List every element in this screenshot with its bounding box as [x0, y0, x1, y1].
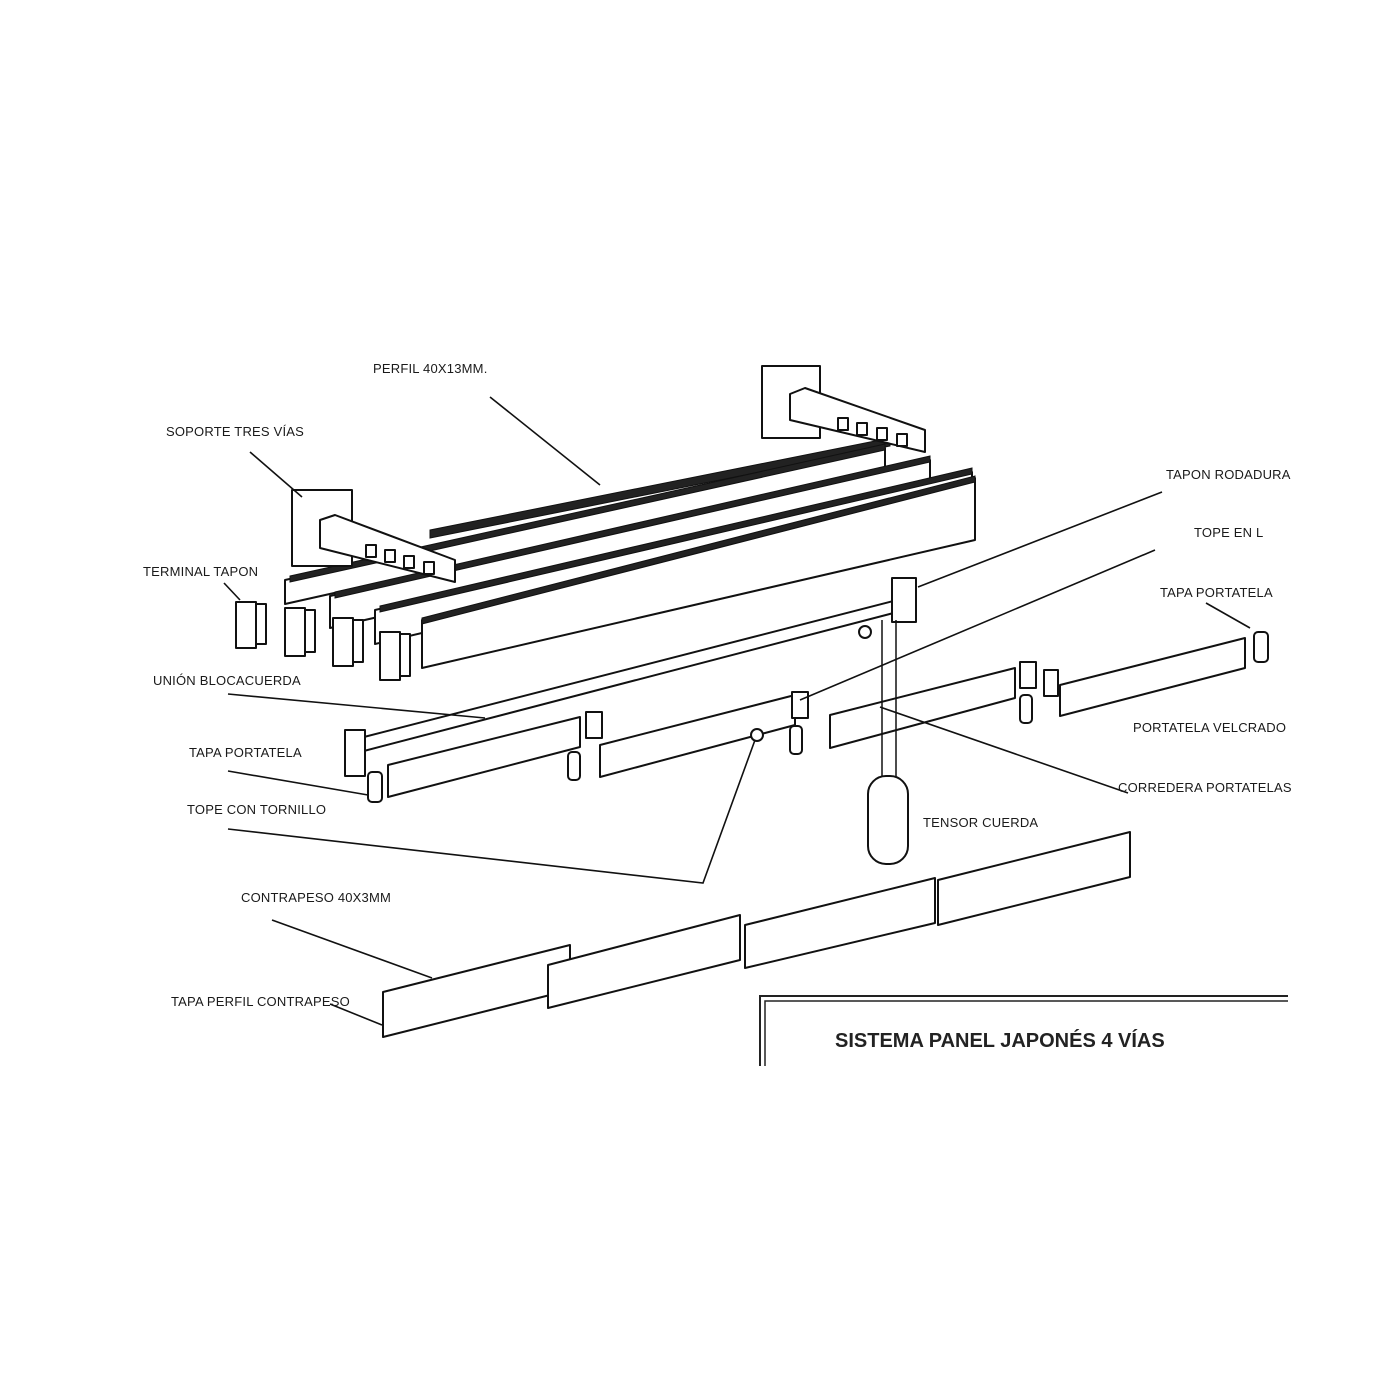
label-portatela-velcrado: PORTATELA VELCRADO: [1133, 720, 1286, 735]
label-contrapeso: CONTRAPESO 40X3MM: [241, 890, 391, 905]
carrier-3: [829, 667, 1016, 749]
cord-tensor: [867, 620, 909, 865]
label-soporte: SOPORTE TRES VÍAS: [166, 424, 304, 439]
counterweights: [382, 831, 1131, 1038]
bracket-right: [761, 365, 926, 453]
carrier-1: [387, 716, 581, 798]
profile-rails: [284, 437, 976, 669]
label-terminal-tapon: TERMINAL TAPON: [143, 564, 258, 579]
counterweight-1: [382, 944, 571, 1038]
rail-back-stripe: [429, 437, 891, 539]
title-block: SISTEMA PANEL JAPONÉS 4 VÍAS: [759, 995, 1288, 1066]
carrier-4: [1059, 637, 1246, 717]
rail-3-stripe: [379, 467, 973, 613]
counterweight-2: [547, 914, 741, 1009]
cord-track: [344, 577, 917, 777]
counterweight-4: [937, 831, 1131, 926]
bracket-left: [291, 489, 456, 583]
label-tapon-rodadura: TAPON RODADURA: [1166, 467, 1291, 482]
counterweight-3: [744, 877, 936, 969]
label-tope-con-tornillo: TOPE CON TORNILLO: [187, 802, 326, 817]
label-perfil: PERFIL 40X13MM.: [373, 361, 488, 376]
label-tapa-portatela-right: TAPA PORTATELA: [1160, 585, 1273, 600]
leader-lines: [223, 396, 1251, 1026]
label-tope-en-l: TOPE EN L: [1194, 525, 1263, 540]
panel-carriers: [367, 631, 1269, 803]
label-tensor-cuerda: TENSOR CUERDA: [923, 815, 1038, 830]
terminal-caps: [235, 601, 411, 681]
rail-4-stripe: [421, 475, 976, 625]
label-union-blocacuerda: UNIÓN BLOCACUERDA: [153, 673, 301, 688]
label-tapa-portatela-left: TAPA PORTATELA: [189, 745, 302, 760]
diagram-title: SISTEMA PANEL JAPONÉS 4 VÍAS: [835, 1029, 1165, 1052]
label-tapa-perfil-contrapeso: TAPA PERFIL CONTRAPESO: [171, 994, 350, 1009]
label-corredera-portatelas: CORREDERA PORTATELAS: [1118, 780, 1292, 795]
rail-1-stripe: [289, 443, 886, 583]
rail-2-stripe: [334, 455, 931, 599]
carrier-2: [599, 694, 796, 778]
